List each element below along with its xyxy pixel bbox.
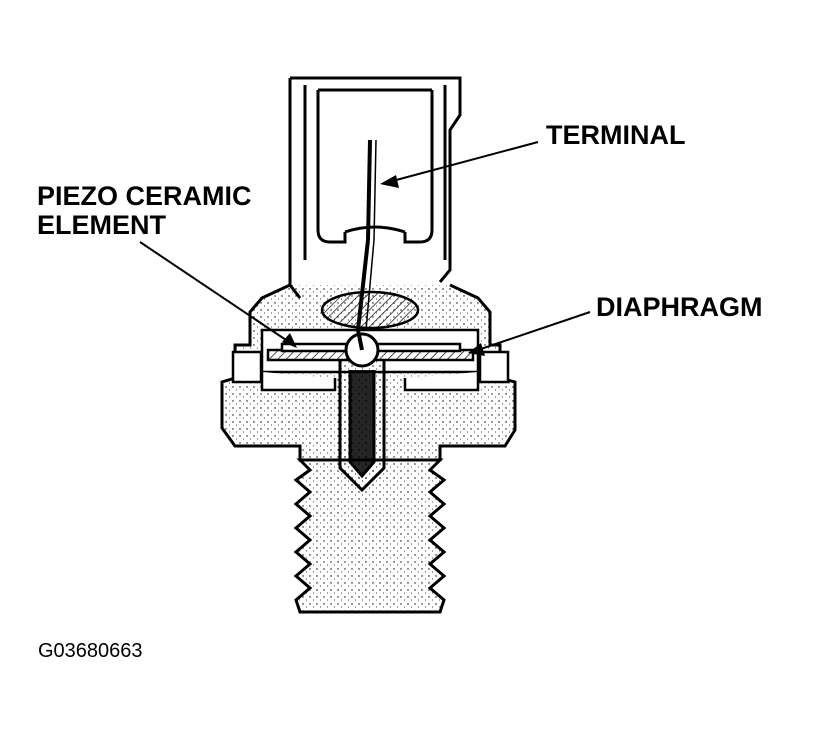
piezo-ceramic-label-line2: ELEMENT [37,210,167,240]
terminal-leader [384,141,539,184]
piezo-arrowhead [282,333,297,348]
piezo-leader [139,241,296,347]
diaphragm-leader [471,311,591,353]
diaphragm-arrowhead [468,343,485,356]
terminal-wire [355,139,372,351]
figure-id: G03680663 [38,640,143,662]
piezo-ceramic-label-line1: PIEZO CERAMIC [37,181,252,211]
connector-housing [288,76,462,299]
arrowheads [282,175,485,356]
leader-lines [139,141,591,353]
diaphragm-label: DIAPHRAGM [596,292,763,322]
terminal-arrowhead [380,175,399,188]
terminal-label: TERMINAL [546,120,686,150]
inner-cavity [260,328,480,392]
inertia-weight [320,290,420,330]
side-clips [231,350,510,384]
threaded-shank [293,458,447,614]
